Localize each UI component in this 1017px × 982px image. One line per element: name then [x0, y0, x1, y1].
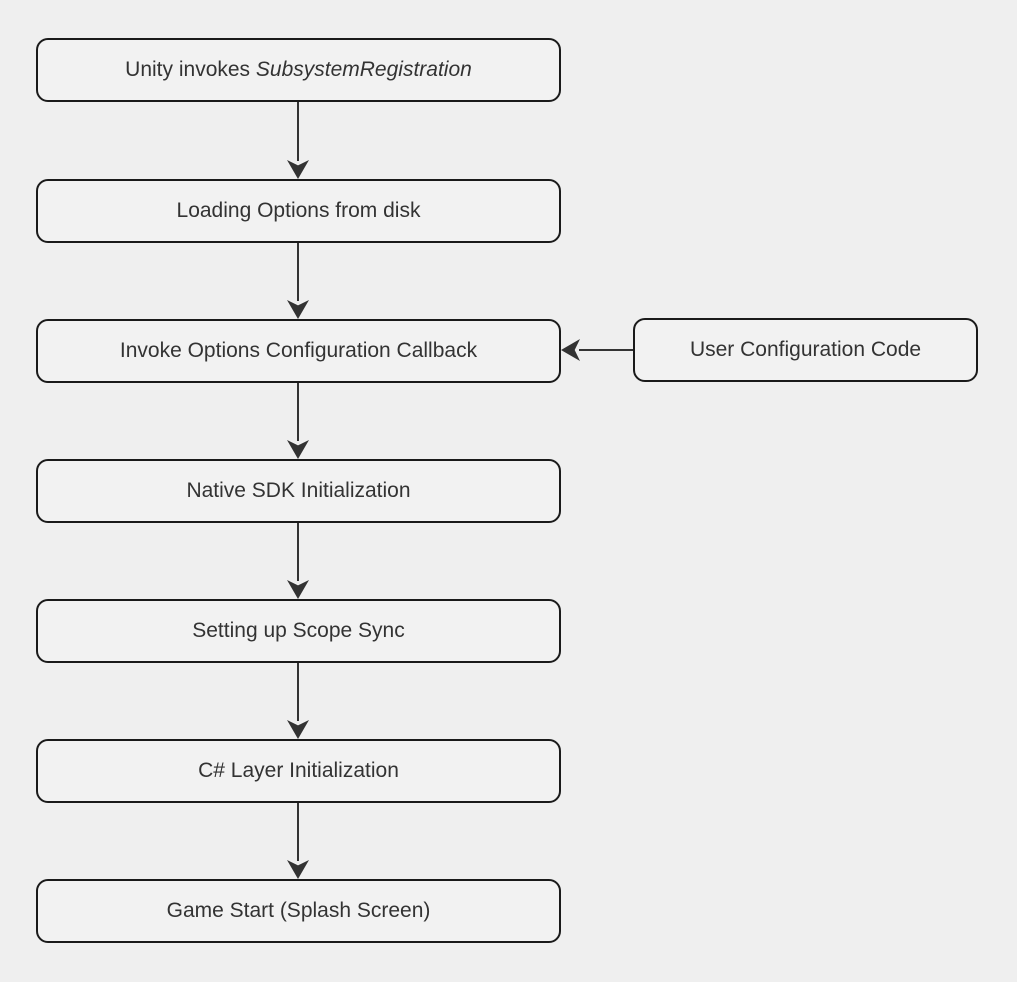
arrow-loading-to-callback	[287, 243, 309, 319]
arrow-callback-to-native	[287, 383, 309, 459]
arrow-shaft	[296, 523, 300, 581]
arrow-shaft	[296, 102, 300, 161]
arrowhead-down-icon	[287, 300, 309, 319]
arrow-csharp-to-gamestart	[287, 803, 309, 879]
arrow-shaft	[296, 243, 300, 301]
node-loading-options-from-disk: Loading Options from disk	[36, 179, 561, 243]
arrow-shaft	[296, 803, 300, 861]
node-invoke-options-configuration-callback: Invoke Options Configuration Callback	[36, 319, 561, 383]
arrow-shaft	[296, 383, 300, 441]
arrow-scope-to-csharp	[287, 663, 309, 739]
node-native-sdk-initialization: Native SDK Initialization	[36, 459, 561, 523]
node-label: User Configuration Code	[689, 338, 922, 362]
node-label: Setting up Scope Sync	[192, 619, 405, 643]
arrow-userconfig-to-callback	[561, 339, 633, 361]
arrowhead-down-icon	[287, 860, 309, 879]
arrowhead-left-icon	[561, 339, 580, 361]
node-label: Loading Options from disk	[176, 199, 421, 223]
node-game-start-splash-screen: Game Start (Splash Screen)	[36, 879, 561, 943]
node-label-italic: SubsystemRegistration	[255, 58, 472, 82]
arrowhead-down-icon	[287, 720, 309, 739]
arrow-shaft	[296, 663, 300, 721]
arrow-unity-to-loading	[287, 102, 309, 179]
node-label: Unity invokes SubsystemRegistration	[125, 57, 472, 82]
arrowhead-down-icon	[287, 160, 309, 179]
node-label: Invoke Options Configuration Callback	[119, 339, 478, 363]
node-label: Native SDK Initialization	[186, 479, 411, 503]
arrow-native-to-scope	[287, 523, 309, 599]
arrow-shaft	[579, 348, 633, 352]
arrowhead-down-icon	[287, 580, 309, 599]
node-csharp-layer-initialization: C# Layer Initialization	[36, 739, 561, 803]
node-label: C# Layer Initialization	[198, 759, 399, 783]
node-user-configuration-code: User Configuration Code	[633, 318, 978, 382]
node-unity-invokes-subsystemregistration: Unity invokes SubsystemRegistration	[36, 38, 561, 102]
node-label-normal: Unity invokes	[125, 58, 256, 82]
node-label: Game Start (Splash Screen)	[166, 899, 431, 923]
arrowhead-down-icon	[287, 440, 309, 459]
node-setting-up-scope-sync: Setting up Scope Sync	[36, 599, 561, 663]
